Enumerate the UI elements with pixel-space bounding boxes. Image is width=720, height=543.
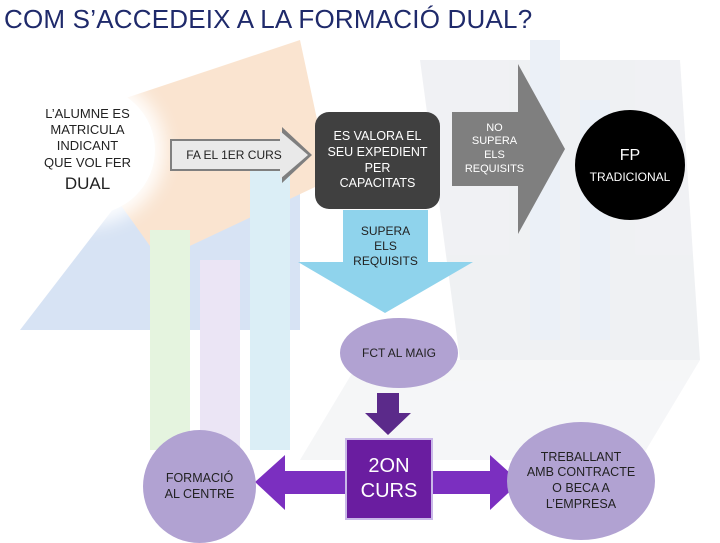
school-training-label: FORMACIÓ AL CENTRE [164, 470, 235, 501]
working-company-node: TREBALLANT AMB CONTRACTE O BECA A L’EMPR… [507, 422, 655, 540]
traditional-fp-node: FP TRADICIONAL [575, 110, 685, 220]
arrow-meets-requirements: SUPERA ELS REQUISITS [298, 210, 473, 313]
second-course-box: 2ON CURS [345, 438, 433, 520]
down-arrow-icon [365, 393, 411, 435]
arrow-first-course: FA EL 1ER CURS [170, 127, 312, 183]
second-course-label: 2ON CURS [360, 455, 418, 502]
down-arrow-shape [298, 210, 473, 313]
start-node-text: L’ALUMNE ES MATRICULA INDICANT QUE VOL F… [44, 105, 131, 170]
right-arrow-shape [170, 127, 312, 183]
traditional-label: TRADICIONAL [589, 169, 671, 184]
school-training-node: FORMACIÓ AL CENTRE [143, 430, 256, 543]
start-node-student-enrolls: L’ALUMNE ES MATRICULA INDICANT QUE VOL F… [20, 85, 155, 215]
evaluate-record-box: ES VALORA EL SEU EXPEDIENT PER CAPACITAT… [315, 112, 440, 209]
right-arrow-shape [452, 64, 565, 234]
working-company-label: TREBALLANT AMB CONTRACTE O BECA A L’EMPR… [526, 449, 636, 511]
arrow-not-meet-label: NO SUPERA ELS REQUISITS [464, 121, 525, 175]
arrow-first-course-label: FA EL 1ER CURS [186, 147, 282, 162]
arrow-not-meet-requirements: NO SUPERA ELS REQUISITS [452, 64, 565, 234]
evaluate-record-label: ES VALORA EL SEU EXPEDIENT PER CAPACITAT… [327, 129, 428, 191]
start-node-dual-text: DUAL [64, 173, 111, 193]
fp-label: FP [619, 146, 641, 164]
fct-may-node: FCT AL MAIG [340, 318, 458, 388]
page-title: COM S’ACCEDEIX A LA FORMACIÓ DUAL? [4, 4, 533, 34]
arrow-to-second-course [365, 393, 411, 435]
fct-label: FCT AL MAIG [361, 345, 436, 360]
arrow-meets-label: SUPERA ELS REQUISITS [353, 224, 418, 268]
